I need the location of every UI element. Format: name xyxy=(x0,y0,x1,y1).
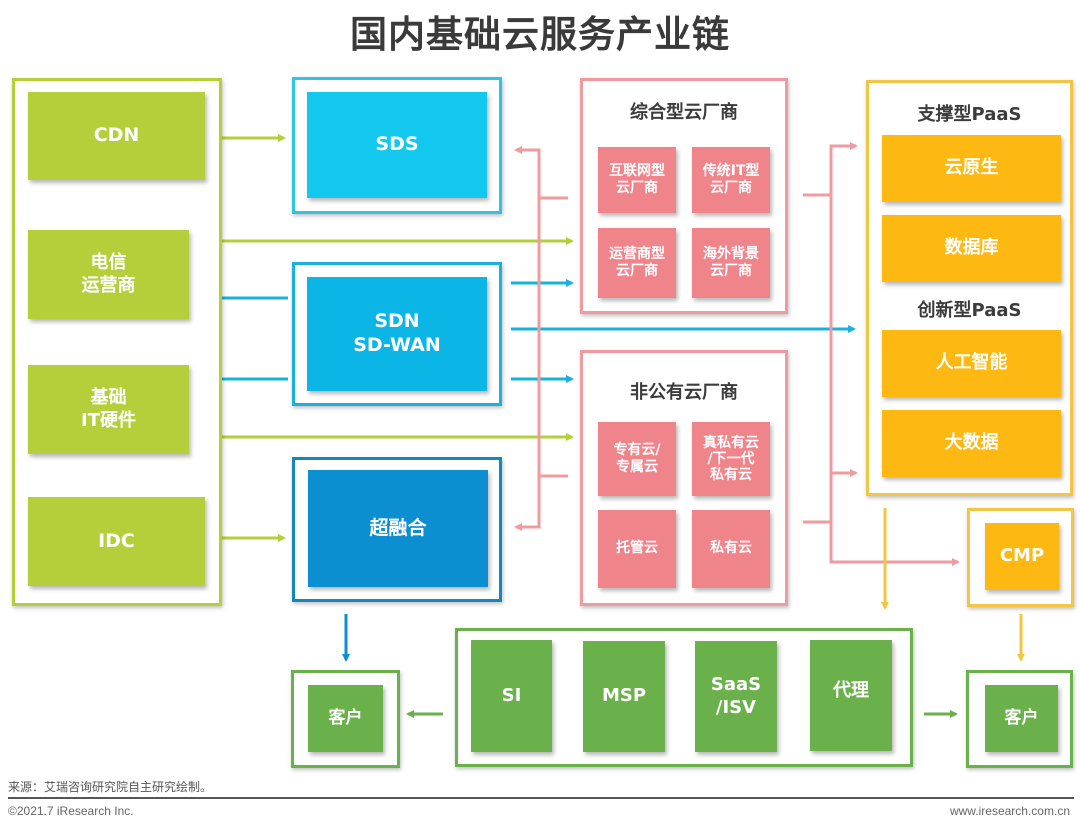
hci-label: 超融合 xyxy=(369,516,427,539)
cmp-label: CMP xyxy=(999,545,1045,567)
saas-isv-label: SaaS /ISV xyxy=(710,674,762,718)
internet-vendor-line2: 云厂商 xyxy=(616,180,658,196)
innovation-paas-heading: 创新型PaaS xyxy=(917,300,1022,321)
hosted-cloud-box: 托管云 xyxy=(598,510,676,588)
customer-right-label: 客户 xyxy=(1004,707,1039,728)
telecom-operator-box: 电信 运营商 xyxy=(28,230,189,319)
database-box: 数据库 xyxy=(882,215,1061,282)
telecom-label-line1: 电信 xyxy=(90,252,127,273)
private-cloud-box: 私有云 xyxy=(692,510,770,588)
sdn-label: SDN xyxy=(374,310,420,333)
msp-box: MSP xyxy=(583,641,665,752)
true-private-cloud-line3: 私有云 xyxy=(710,467,752,484)
agent-label: 代理 xyxy=(833,680,869,701)
footer-divider xyxy=(8,797,1074,799)
overseas-vendor-line1: 海外背景 xyxy=(703,245,759,262)
hyper-converged-box: 超融合 xyxy=(308,470,488,587)
non-public-vendors-heading: 非公有云厂商 xyxy=(630,382,738,403)
pink-bus-left xyxy=(514,146,568,531)
traditional-it-vendor-line2: 云厂商 xyxy=(710,180,752,196)
sds-box: SDS xyxy=(307,92,487,198)
support-paas-heading: 支撑型PaaS xyxy=(917,104,1022,125)
operator-vendor-line2: 云厂商 xyxy=(616,263,658,279)
comprehensive-vendors-heading: 综合型云厂商 xyxy=(630,102,738,123)
cdn-label: CDN xyxy=(93,124,140,147)
big-data-label: 大数据 xyxy=(944,432,999,454)
hardware-label-line1: 基础 xyxy=(90,387,127,408)
si-label: SI xyxy=(501,684,522,706)
sdn-sdwan-box: SDN SD-WAN xyxy=(307,277,487,391)
overseas-vendor-line2: 云厂商 xyxy=(710,263,752,279)
arrow-vendors-to-sds xyxy=(514,146,541,527)
true-private-cloud-line1: 真私有云 xyxy=(703,434,759,451)
traditional-it-vendor-line1: 传统IT型 xyxy=(702,162,760,179)
dedicated-cloud-line1: 专有云/ xyxy=(613,441,661,458)
true-private-cloud-line2: /下一代 xyxy=(707,450,755,467)
cloud-native-box: 云原生 xyxy=(882,135,1061,202)
true-private-cloud-box: 真私有云 /下一代 私有云 xyxy=(692,422,770,496)
private-cloud-label: 私有云 xyxy=(710,540,752,557)
idc-label: IDC xyxy=(98,529,135,552)
dedicated-cloud-line2: 专属云 xyxy=(616,459,658,475)
overseas-vendor-box: 海外背景 云厂商 xyxy=(692,228,770,298)
operator-vendor-line1: 运营商型 xyxy=(609,245,665,262)
database-label: 数据库 xyxy=(944,237,999,259)
sds-label: SDS xyxy=(375,133,419,156)
cdn-box: CDN xyxy=(28,92,205,180)
telecom-label-line2: 运营商 xyxy=(81,274,136,296)
msp-label: MSP xyxy=(601,685,647,707)
arrow-vendors-to-support-paas xyxy=(829,142,858,562)
idc-box: IDC xyxy=(28,497,205,586)
saas-isv-box: SaaS /ISV xyxy=(695,641,777,752)
hosted-cloud-label: 托管云 xyxy=(616,540,658,557)
copyright: ©2021.7 iResearch Inc. xyxy=(8,804,134,818)
customer-left-label: 客户 xyxy=(328,707,363,728)
ai-box: 人工智能 xyxy=(882,330,1061,397)
arrow-vendors-to-cmp xyxy=(829,520,960,566)
arrow-vendors-to-hci xyxy=(514,476,541,531)
internet-vendor-box: 互联网型 云厂商 xyxy=(598,147,676,213)
si-box: SI xyxy=(471,640,552,752)
page-title: 国内基础云服务产业链 xyxy=(350,13,730,56)
cloud-native-label: 云原生 xyxy=(944,157,999,179)
cmp-box: CMP xyxy=(985,523,1059,590)
hardware-label-line2: IT硬件 xyxy=(81,409,136,431)
it-hardware-box: 基础 IT硬件 xyxy=(28,365,189,454)
agent-box: 代理 xyxy=(810,640,892,751)
internet-vendor-line1: 互联网型 xyxy=(609,162,665,179)
source-note: 来源：艾瑞咨询研究院自主研究绘制。 xyxy=(8,780,213,794)
operator-vendor-box: 运营商型 云厂商 xyxy=(598,228,676,298)
traditional-it-vendor-box: 传统IT型 云厂商 xyxy=(692,147,770,213)
sdwan-label: SD-WAN xyxy=(353,334,441,356)
ai-label: 人工智能 xyxy=(935,352,1008,374)
dedicated-cloud-box: 专有云/ 专属云 xyxy=(598,422,676,496)
customer-right-box: 客户 xyxy=(985,685,1058,752)
big-data-box: 大数据 xyxy=(882,410,1061,477)
customer-left-box: 客户 xyxy=(308,685,383,752)
website-link[interactable]: www.iresearch.com.cn xyxy=(949,804,1070,818)
